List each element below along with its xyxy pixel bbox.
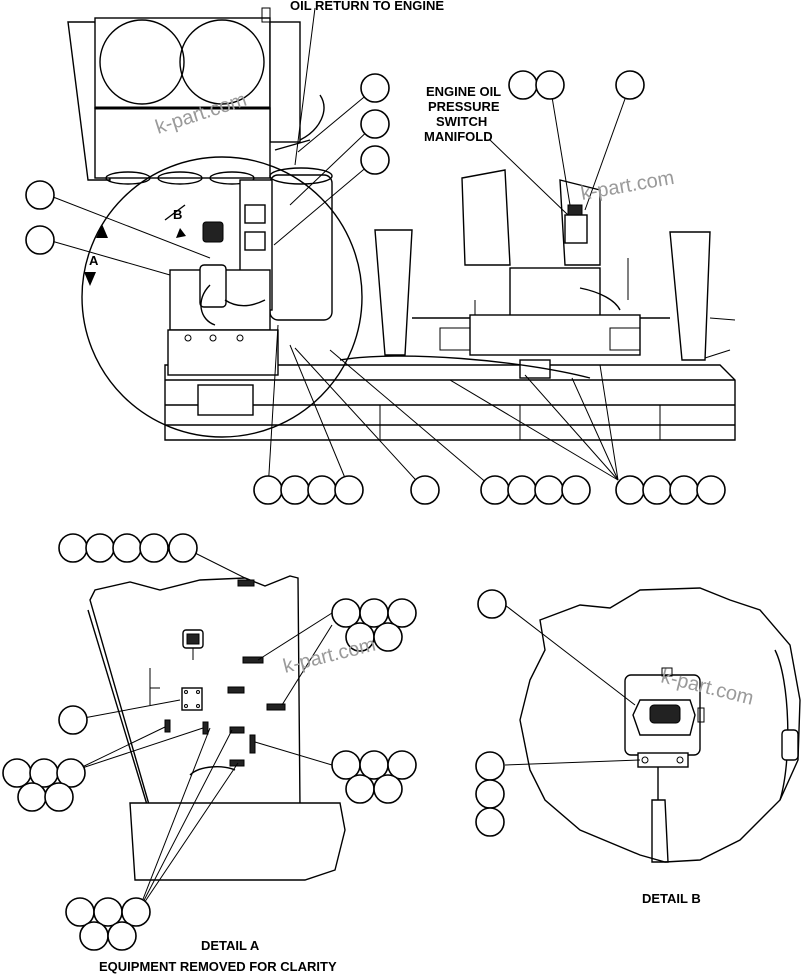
callout-balloon (359, 598, 389, 628)
oil-filter-housing (167, 94, 333, 416)
callout-balloon (642, 475, 672, 505)
view-a-marker: A (89, 253, 99, 268)
callout-balloon (56, 758, 86, 788)
callout-balloon (477, 589, 507, 619)
callout-balloon (360, 73, 390, 103)
detail-b-leader-lines (504, 604, 641, 766)
callout-balloon (2, 758, 32, 788)
main-view: OIL RETURN TO ENGINE A B ENGINE OIL PRES… (25, 0, 736, 505)
callout-balloon (615, 475, 645, 505)
view-arrows (84, 204, 186, 286)
callout-balloon (669, 475, 699, 505)
callout-balloon (475, 751, 505, 781)
callout-balloon (139, 533, 169, 563)
detail-a-leader-lines (72, 547, 333, 913)
callout-balloon (280, 475, 310, 505)
callout-balloon (387, 598, 417, 628)
callout-balloon (373, 622, 403, 652)
view-b-marker: B (173, 207, 182, 222)
callout-balloon (93, 897, 123, 927)
oil-return-label: OIL RETURN TO ENGINE (290, 0, 444, 13)
main-leader-lines (47, 7, 631, 491)
callout-balloon (112, 533, 142, 563)
switch-manifold-label: ENGINE OIL PRESSURE SWITCH MANIFOLD (424, 84, 501, 144)
callout-balloon (25, 180, 55, 210)
callout-balloon (17, 782, 47, 812)
callout-balloon (58, 705, 88, 735)
detail-b-balloons (475, 589, 507, 837)
detail-a-balloons (2, 533, 417, 951)
callout-balloon (475, 807, 505, 837)
callout-balloon (107, 921, 137, 951)
callout-balloon (508, 70, 538, 100)
detail-b-title: DETAIL B (642, 891, 701, 906)
callout-balloon (615, 70, 645, 100)
watermark: k-part.com (281, 634, 378, 678)
detail-a-subtitle: EQUIPMENT REMOVED FOR CLARITY (99, 959, 337, 974)
detail-a-title: DETAIL A (201, 938, 260, 953)
callout-balloon (480, 475, 510, 505)
callout-balloon (331, 750, 361, 780)
detail-a: DETAIL A EQUIPMENT REMOVED FOR CLARITY k… (2, 533, 417, 974)
callout-balloon (44, 782, 74, 812)
callout-balloon (534, 475, 564, 505)
detail-b: DETAIL B k-part.com (475, 587, 801, 906)
callout-balloon (410, 475, 440, 505)
callout-balloon (331, 598, 361, 628)
svg-text:MANIFOLD: MANIFOLD (424, 129, 493, 144)
svg-text:ENGINE OIL: ENGINE OIL (426, 84, 501, 99)
svg-text:PRESSURE: PRESSURE (428, 99, 500, 114)
callout-balloon (25, 225, 55, 255)
callout-balloon (58, 533, 88, 563)
callout-balloon (535, 70, 565, 100)
svg-text:SWITCH: SWITCH (436, 114, 487, 129)
main-balloons (25, 70, 726, 505)
callout-balloon (561, 475, 591, 505)
callout-balloon (85, 533, 115, 563)
callout-balloon (696, 475, 726, 505)
radiator-assembly (67, 7, 301, 185)
callout-balloon (359, 750, 389, 780)
callout-balloon (121, 897, 151, 927)
engine-side (339, 169, 736, 379)
callout-balloon (360, 145, 390, 175)
callout-balloon (79, 921, 109, 951)
detail-circle (81, 156, 363, 438)
callout-balloon (253, 475, 283, 505)
callout-balloon (373, 774, 403, 804)
callout-balloon (168, 533, 198, 563)
callout-balloon (334, 475, 364, 505)
callout-balloon (475, 779, 505, 809)
callout-balloon (345, 774, 375, 804)
callout-balloon (387, 750, 417, 780)
callout-balloon (507, 475, 537, 505)
callout-balloon (360, 109, 390, 139)
callout-balloon (307, 475, 337, 505)
callout-balloon (65, 897, 95, 927)
watermark: k-part.com (579, 167, 676, 205)
base-frame (164, 364, 736, 441)
